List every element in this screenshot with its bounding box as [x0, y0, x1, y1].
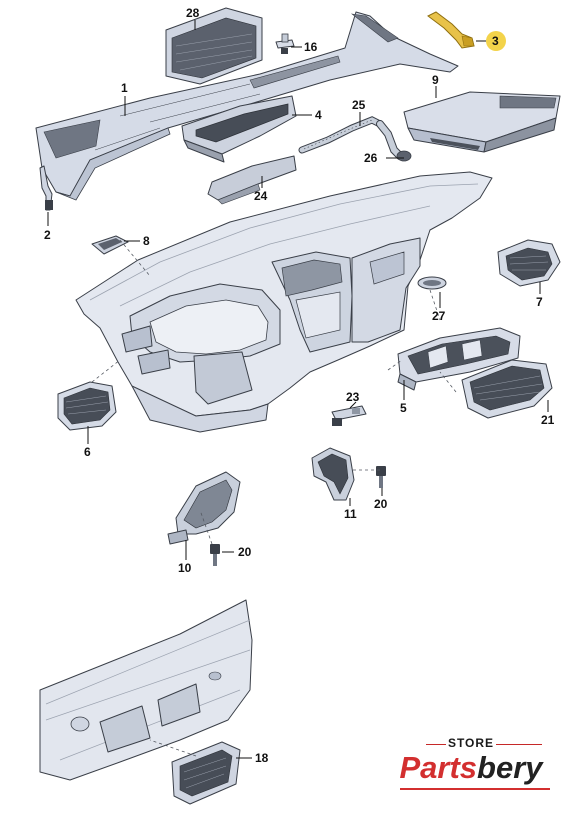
callout-16: 16: [304, 40, 318, 54]
store-logo: STORE Partsbery: [386, 736, 556, 796]
part-2-clip-bracket[interactable]: [39, 165, 53, 211]
logo-store-text: STORE: [447, 736, 495, 750]
part-20-screw-left[interactable]: [210, 544, 220, 566]
part-18-firewall-grille[interactable]: [171, 741, 241, 805]
part-16-push-clip[interactable]: [275, 33, 295, 54]
callout-4: 4: [315, 108, 322, 122]
part-3-highlighted-bracket[interactable]: [427, 11, 475, 49]
callout-10: 10: [178, 561, 192, 575]
callout-9: 9: [432, 73, 439, 87]
part-9-glove-box[interactable]: [403, 91, 561, 153]
part-28-speaker-grille[interactable]: [165, 7, 263, 85]
logo-wordmark: Partsbery: [386, 750, 556, 786]
callout-5: 5: [400, 401, 407, 415]
callout-8: 8: [143, 234, 150, 248]
part-11-support-bracket[interactable]: [311, 447, 355, 501]
part-10-left-bracket[interactable]: [167, 471, 241, 545]
part-25-hose[interactable]: [298, 116, 384, 154]
callout-25: 25: [352, 98, 366, 112]
callout-3-badge: [486, 31, 506, 51]
callout-20-right: 20: [374, 497, 388, 511]
logo-bery-text: bery: [477, 750, 543, 785]
part-4-center-air-duct[interactable]: [181, 95, 297, 163]
part-23-connector[interactable]: [331, 405, 367, 426]
callout-23: 23: [346, 390, 360, 404]
part-7-right-side-vent[interactable]: [497, 239, 561, 287]
callout-3: 3: [492, 34, 499, 48]
callout-24: 24: [254, 189, 268, 203]
callout-21: 21: [541, 413, 555, 427]
callout-26: 26: [364, 151, 378, 165]
part-1-dash-upper-cover[interactable]: [35, 11, 459, 201]
callout-6: 6: [84, 445, 91, 459]
callout-2: 2: [44, 228, 51, 242]
logo-parts-text: Parts: [399, 750, 478, 785]
callout-1: 1: [121, 81, 128, 95]
part-24-lower-duct[interactable]: [207, 155, 297, 205]
callout-11: 11: [344, 507, 357, 521]
callout-18: 18: [255, 751, 269, 765]
callout-20-left: 20: [238, 545, 252, 559]
part-8-defrost-grille[interactable]: [91, 235, 129, 255]
part-26-hose-elbow[interactable]: [376, 120, 412, 162]
dashboard-carrier: [75, 171, 493, 433]
callout-27: 27: [432, 309, 446, 323]
callout-7: 7: [536, 295, 543, 309]
part-5-center-vent[interactable]: [397, 327, 521, 391]
part-21-lower-vent[interactable]: [461, 359, 553, 419]
part-27-oval-cover[interactable]: [417, 276, 447, 290]
callout-28: 28: [186, 6, 200, 20]
part-20-screw-right[interactable]: [376, 466, 386, 488]
body-firewall-panel: [39, 599, 253, 781]
part-6-left-side-vent[interactable]: [57, 381, 117, 431]
